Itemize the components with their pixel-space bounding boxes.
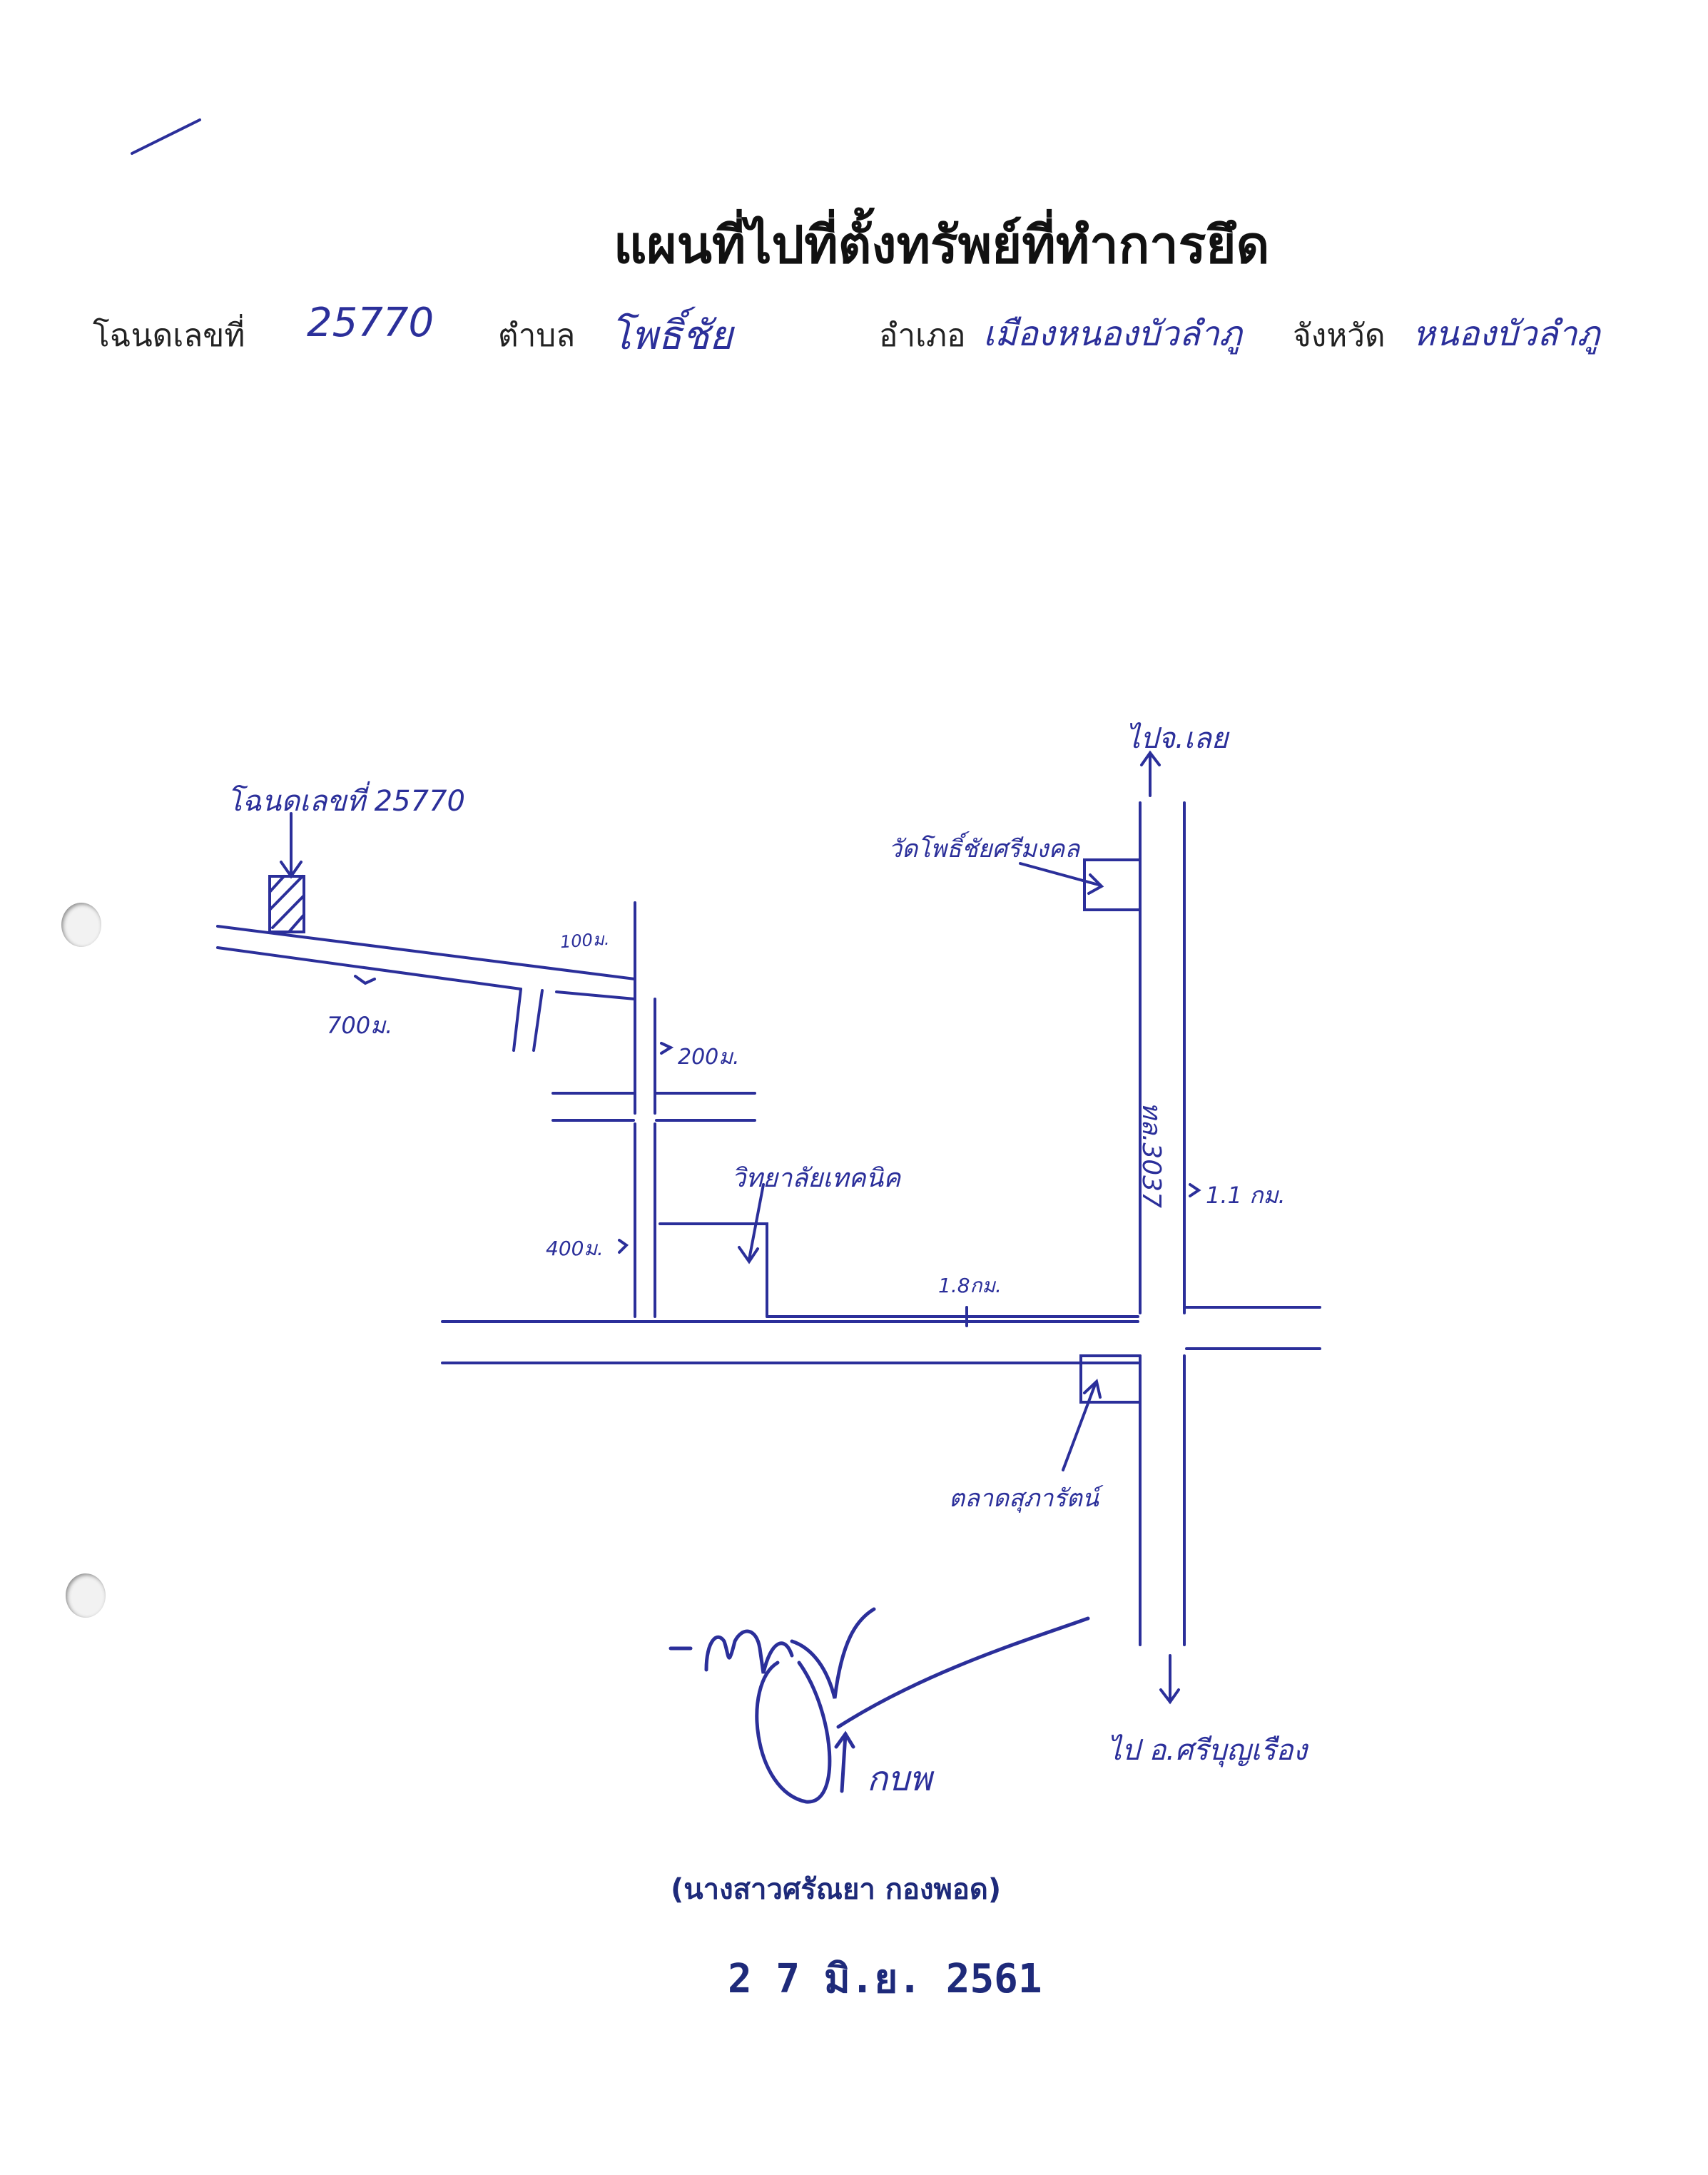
tambon-value: โพธิ์ชัย	[610, 313, 733, 359]
signer-name-stamp: (นางสาวศรัณยา กองพอด)	[671, 1873, 1002, 1906]
temple-arrow	[1019, 862, 1100, 886]
province-label: จังหวัด	[1293, 318, 1386, 354]
label-dist-700: 700ม.	[327, 1012, 393, 1039]
market-block	[1079, 1354, 1142, 1404]
road-diagonal-bottom	[216, 946, 522, 990]
label-dist-200: 200ม.	[678, 1045, 740, 1070]
college-arrow	[748, 1183, 765, 1261]
punch-hole-top	[61, 903, 101, 947]
pen-mark	[131, 118, 201, 155]
label-to-loei: ไปจ.เลย	[1126, 722, 1229, 755]
temple-block	[1083, 858, 1142, 911]
deed-number: 25770	[307, 300, 434, 346]
signature-mark	[669, 1607, 1090, 1804]
amphoe-value: เมืองหนองบัวลำภู	[983, 314, 1242, 354]
label-temple: วัดโพธิ์ชัยศรีมงคล	[888, 835, 1080, 863]
label-deed-marker: โฉนดเลขที่ 25770	[227, 785, 465, 818]
road-diagonal-bottom-east	[555, 990, 636, 1000]
label-dist-1-8: 1.8กม.	[938, 1274, 1002, 1297]
side-road-left	[512, 988, 522, 1052]
province-value: หนองบัวลำภู	[1413, 314, 1600, 354]
label-market: ตลาดสุภารัตน์	[949, 1484, 1099, 1513]
label-dist-1-1: 1.1 กม.	[1206, 1182, 1286, 1209]
road-diagonal-top	[216, 925, 636, 980]
amphoe-label: อำเภอ	[879, 318, 966, 354]
label-dist-400: 400ม.	[546, 1237, 604, 1260]
signature-role-mark: กบพ	[867, 1759, 932, 1799]
label-dist-100: 100ม.	[559, 928, 611, 953]
land-plot	[268, 875, 305, 933]
label-college: วิทยาลัยเทคนิค	[731, 1164, 901, 1193]
tambon-label: ตำบล	[498, 318, 576, 354]
date-stamp: 2 7 มิ.ย. 2561	[728, 1956, 1042, 2002]
page-title: แผนที่ไปที่ตั้งทรัพย์ที่ทำการยึด	[614, 214, 1270, 275]
punch-hole-bottom	[66, 1573, 106, 1618]
label-to-sri-bun-rueang: ไป อ.ศรีบุญเรือง	[1107, 1734, 1308, 1767]
college-block	[659, 1222, 768, 1318]
market-arrow	[1062, 1383, 1097, 1471]
label-highway: ทล.3037	[1136, 1102, 1166, 1208]
side-road-right	[532, 989, 544, 1052]
deed-label: โฉนดเลขที่	[93, 318, 245, 354]
